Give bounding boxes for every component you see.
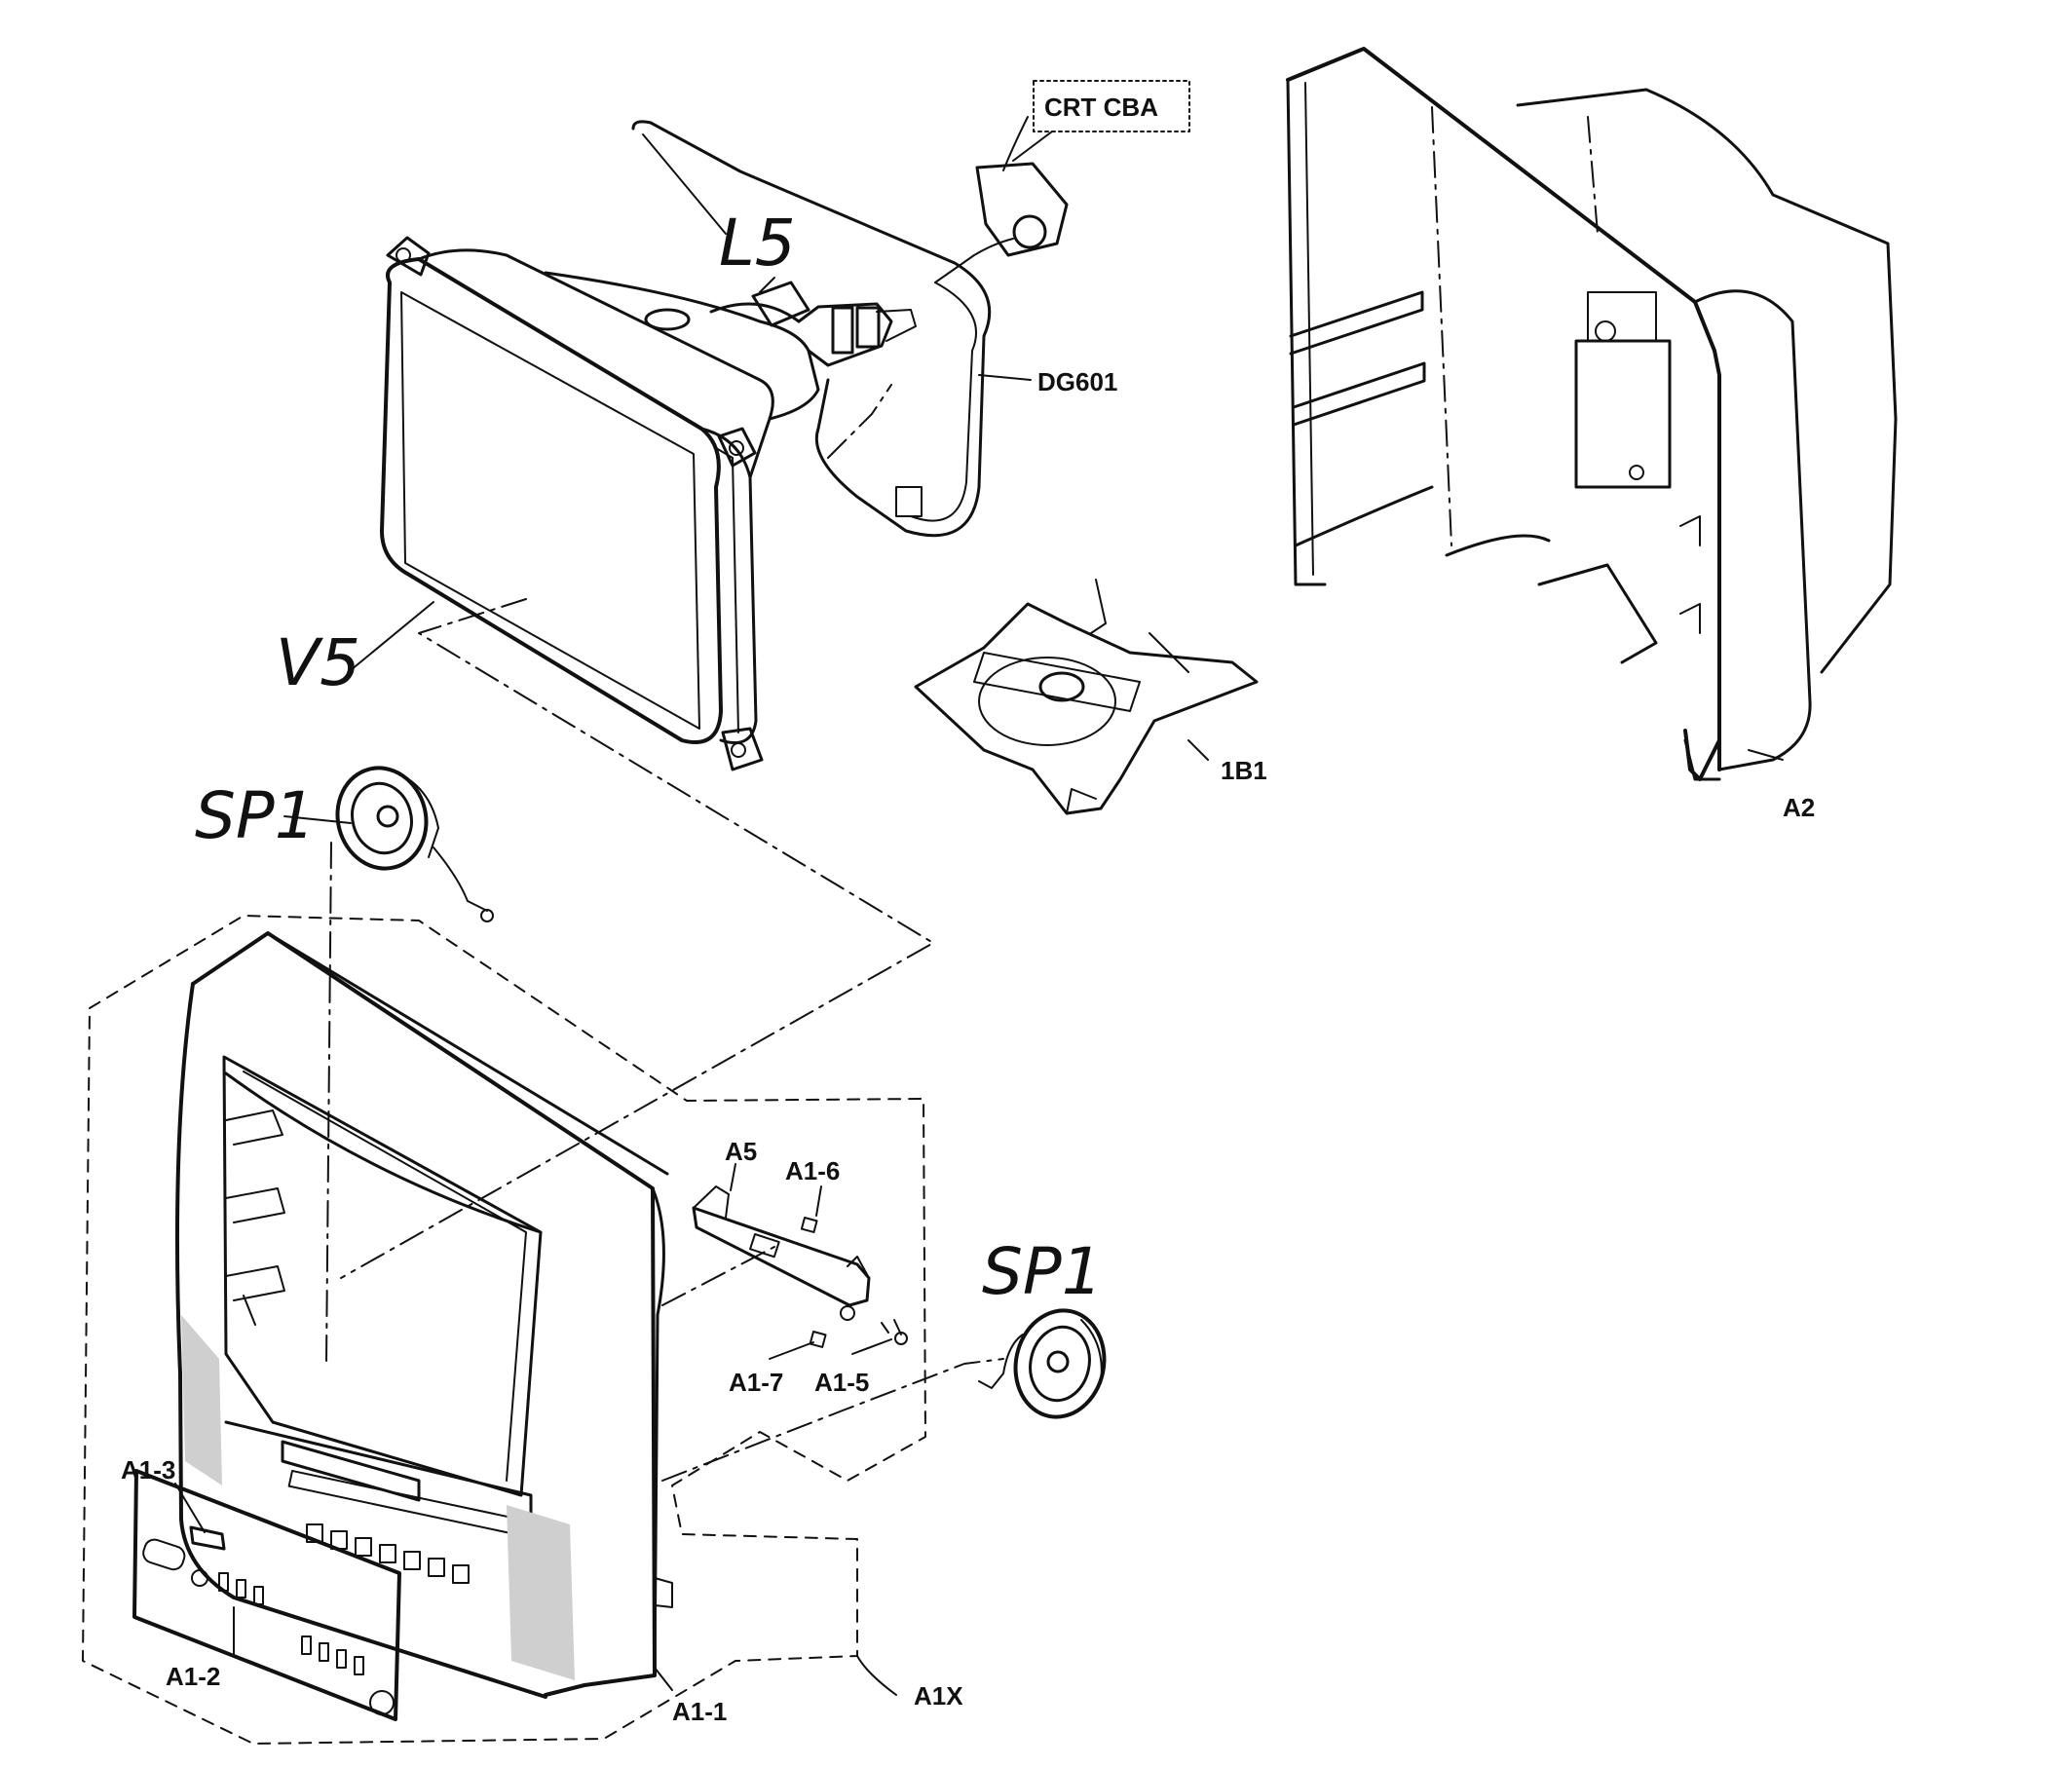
label-a5: A5	[725, 1137, 757, 1166]
dvd-deck-mechanism	[914, 579, 1259, 815]
crt-cba-board	[934, 80, 1190, 283]
leader-lines	[174, 116, 1784, 1696]
bracket-a5	[692, 1185, 871, 1321]
label-a1-3: A1-3	[121, 1455, 175, 1485]
label-sp1-right: SP1	[982, 1234, 1103, 1309]
power-key-a1-3	[189, 1525, 226, 1551]
label-sp1-left: SP1	[195, 778, 316, 853]
part-a1-6	[800, 1217, 818, 1233]
label-1b1: 1B1	[1221, 756, 1267, 785]
part-a1-7	[809, 1330, 827, 1348]
rear-cabinet	[1286, 47, 1898, 781]
crt-picture-tube	[380, 236, 917, 771]
label-l5: L5	[719, 206, 796, 281]
front-control-buttons	[306, 1523, 470, 1584]
front-cabinet	[174, 931, 673, 1699]
label-a1-7: A1-7	[729, 1368, 783, 1397]
yoke-clamp-l5	[751, 281, 810, 327]
bezel-buttons	[218, 1572, 364, 1675]
label-a1-2: A1-2	[166, 1662, 220, 1691]
speaker-grille-right	[507, 1505, 575, 1680]
label-a2: A2	[1783, 793, 1815, 822]
label-dg601: DG601	[1037, 367, 1117, 396]
label-a1-1: A1-1	[672, 1697, 727, 1726]
screw-a1-5	[881, 1319, 908, 1345]
label-v5: V5	[276, 625, 360, 700]
control-bezel	[132, 1469, 401, 1721]
label-a1x: A1X	[914, 1681, 963, 1711]
label-a1-5: A1-5	[814, 1368, 869, 1397]
assembly-outline-a1x	[82, 915, 926, 1745]
speaker-left	[335, 766, 494, 922]
label-a1-6: A1-6	[785, 1156, 840, 1185]
speaker-grille-left	[181, 1315, 222, 1485]
label-crt-cba: CRT CBA	[1044, 93, 1158, 122]
degaussing-coil	[631, 120, 992, 538]
speaker-right	[978, 1308, 1107, 1419]
alignment-lines	[325, 384, 1004, 1482]
